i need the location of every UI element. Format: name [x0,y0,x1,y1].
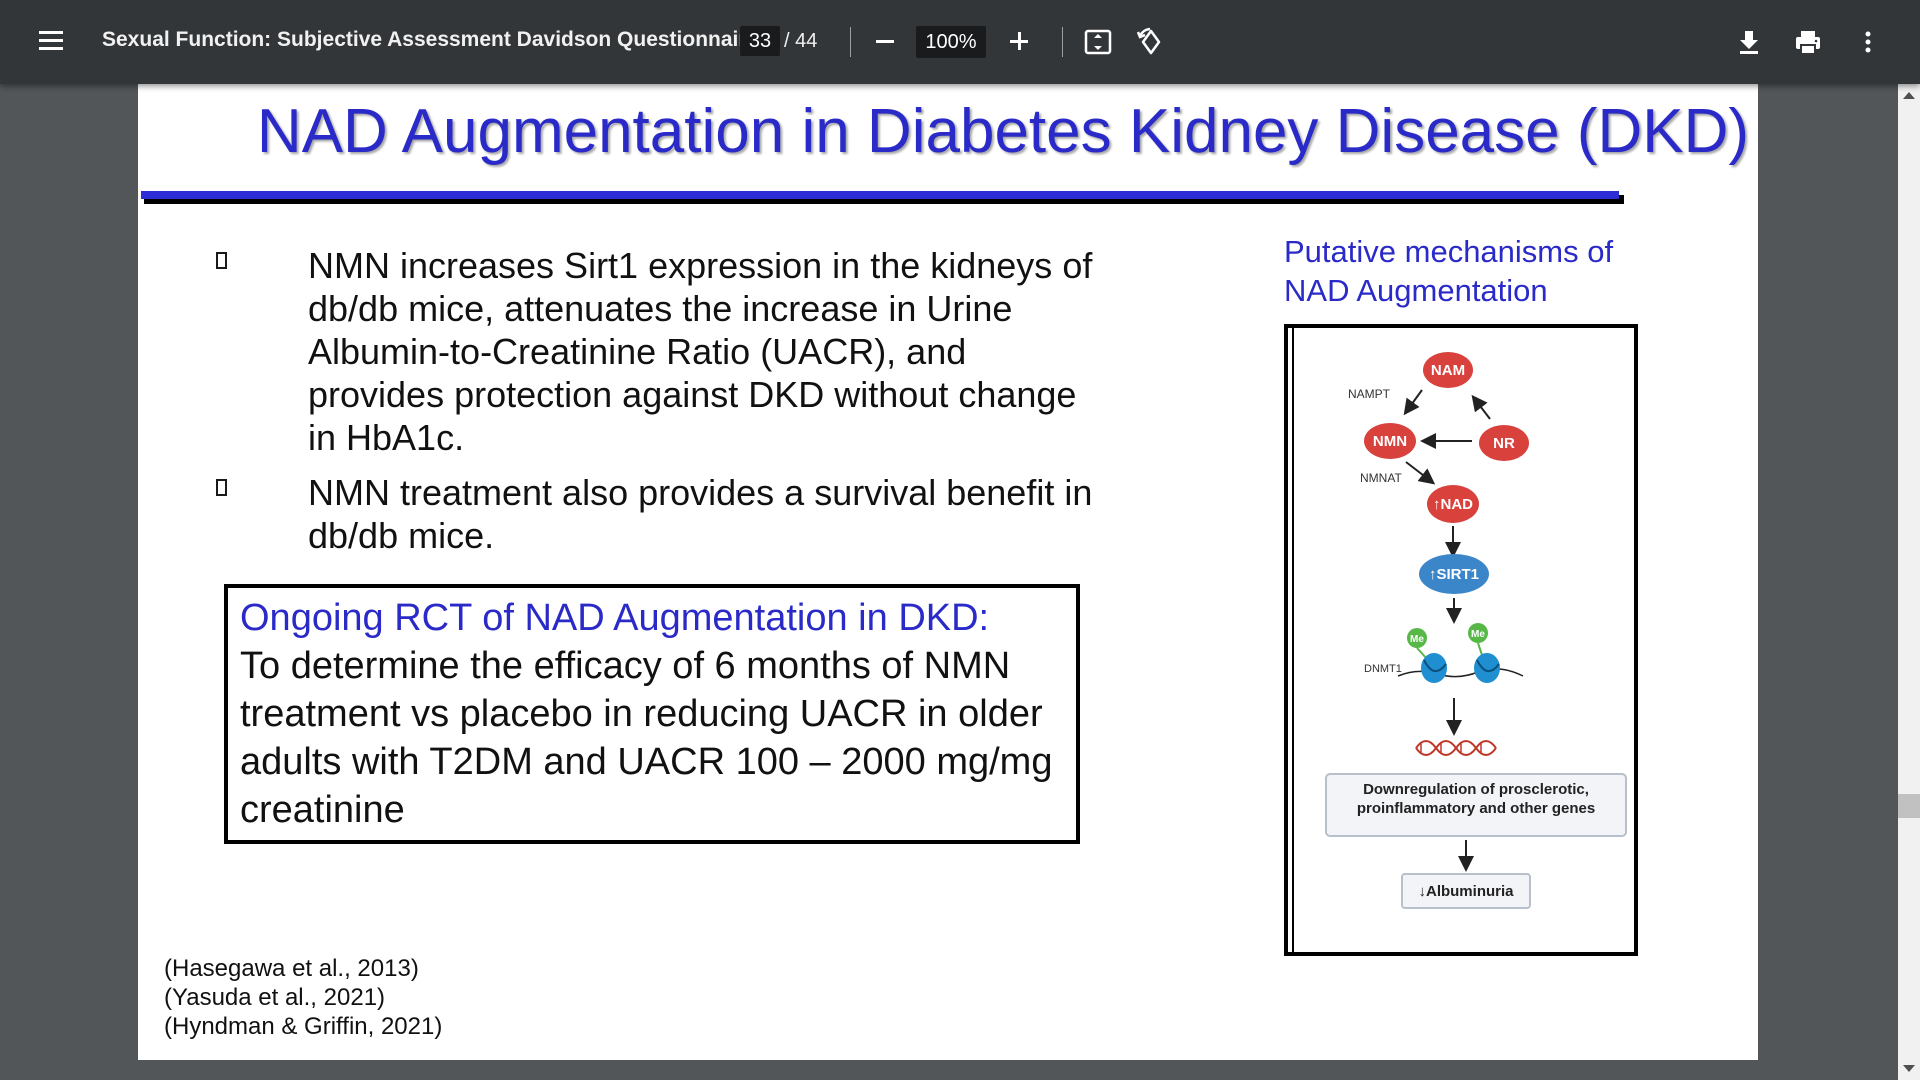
bullet-marker [216,479,227,496]
me-label: Me [1471,629,1485,640]
nucleosome-icon [1421,653,1447,683]
albuminuria-label: ↓Albuminuria [1418,883,1514,900]
reference-item: (Yasuda et al., 2021) [164,984,386,1011]
toolbar-divider [850,27,851,57]
mechanism-diagram: NAM NMN NR NAMPT NMNAT ↑NAD ↑SIRT1 [1284,324,1638,956]
nampt-label: NAMPT [1348,387,1391,401]
scroll-thumb[interactable] [1898,794,1920,818]
nmn-node [1364,423,1416,459]
pdf-toolbar: Sexual Function: Subjective Assessment D… [0,0,1920,84]
dna-icon [1415,740,1497,756]
zoom-out-icon[interactable] [868,24,902,58]
downregulation-box [1325,773,1627,837]
bullet-text: NMN treatment also provides a survival b… [308,472,1093,556]
mechanism-diagram-svg: NAM NMN NR NAMPT NMNAT ↑NAD ↑SIRT1 [1325,352,1627,909]
nam-label: NAM [1431,362,1465,379]
dnmt1-label: DNMT1 [1364,663,1402,675]
reference-item: (Hyndman & Griffin, 2021) [164,1013,443,1040]
nmnat-label: NMNAT [1360,471,1402,485]
more-options-icon[interactable] [1850,24,1886,60]
me-label: Me [1410,634,1424,645]
print-icon[interactable] [1790,24,1826,60]
document-title: Sexual Function: Subjective Assessment D… [102,28,759,51]
pdf-page: NAD Augmentation in Diabetes Kidney Dise… [138,84,1758,1060]
slide-title: NAD Augmentation in Diabetes Kidney Dise… [256,97,1750,166]
page-number-input[interactable]: 33 [740,26,780,56]
download-icon[interactable] [1731,24,1767,60]
scroll-down-icon[interactable] [1903,1065,1915,1072]
scroll-up-icon[interactable] [1903,92,1915,99]
nad-node [1427,485,1479,523]
title-underline-shadow [144,195,1624,204]
page-total: / 44 [784,30,818,52]
fit-page-icon[interactable] [1080,24,1116,60]
bullet-item: NMN increases Sirt1 expression in the ki… [216,244,1096,459]
nam-node [1423,352,1473,388]
sirt1-label: ↑SIRT1 [1429,566,1479,583]
nucleosome-icon [1474,653,1500,683]
rct-heading: Ongoing RCT of NAD Augmentation in DKD: [240,597,990,639]
mechanism-title: Putative mechanisms of NAD Augmentation [1284,234,1614,308]
nr-node [1479,425,1529,461]
albuminuria-box [1401,873,1531,909]
rct-description: To determine the efficacy of 6 months of… [240,645,1053,831]
bullet-list: NMN increases Sirt1 expression in the ki… [216,244,1096,569]
downregulation-label: Downregulation of prosclerotic, proinfla… [1356,781,1596,817]
rotate-icon[interactable] [1133,24,1169,60]
nmn-label: NMN [1373,433,1407,450]
nad-label: ↑NAD [1433,496,1473,513]
bullet-item: NMN treatment also provides a survival b… [216,471,1096,557]
references: (Hasegawa et al., 2013) (Yasuda et al., … [164,954,442,1041]
me-node [1468,623,1488,643]
zoom-level-input[interactable]: 100% [916,26,986,58]
me-node [1407,628,1427,648]
toolbar-divider [1062,27,1063,57]
menu-icon[interactable] [34,24,68,58]
bullet-marker [216,252,227,269]
sirt1-node [1419,554,1489,594]
reference-item: (Hasegawa et al., 2013) [164,955,419,982]
bullet-text: NMN increases Sirt1 expression in the ki… [308,245,1093,458]
zoom-in-icon[interactable] [1002,24,1036,58]
rct-callout-box: Ongoing RCT of NAD Augmentation in DKD: … [224,584,1080,844]
vertical-scrollbar[interactable] [1898,84,1920,1080]
nr-label: NR [1493,435,1515,452]
title-underline [141,191,1619,199]
